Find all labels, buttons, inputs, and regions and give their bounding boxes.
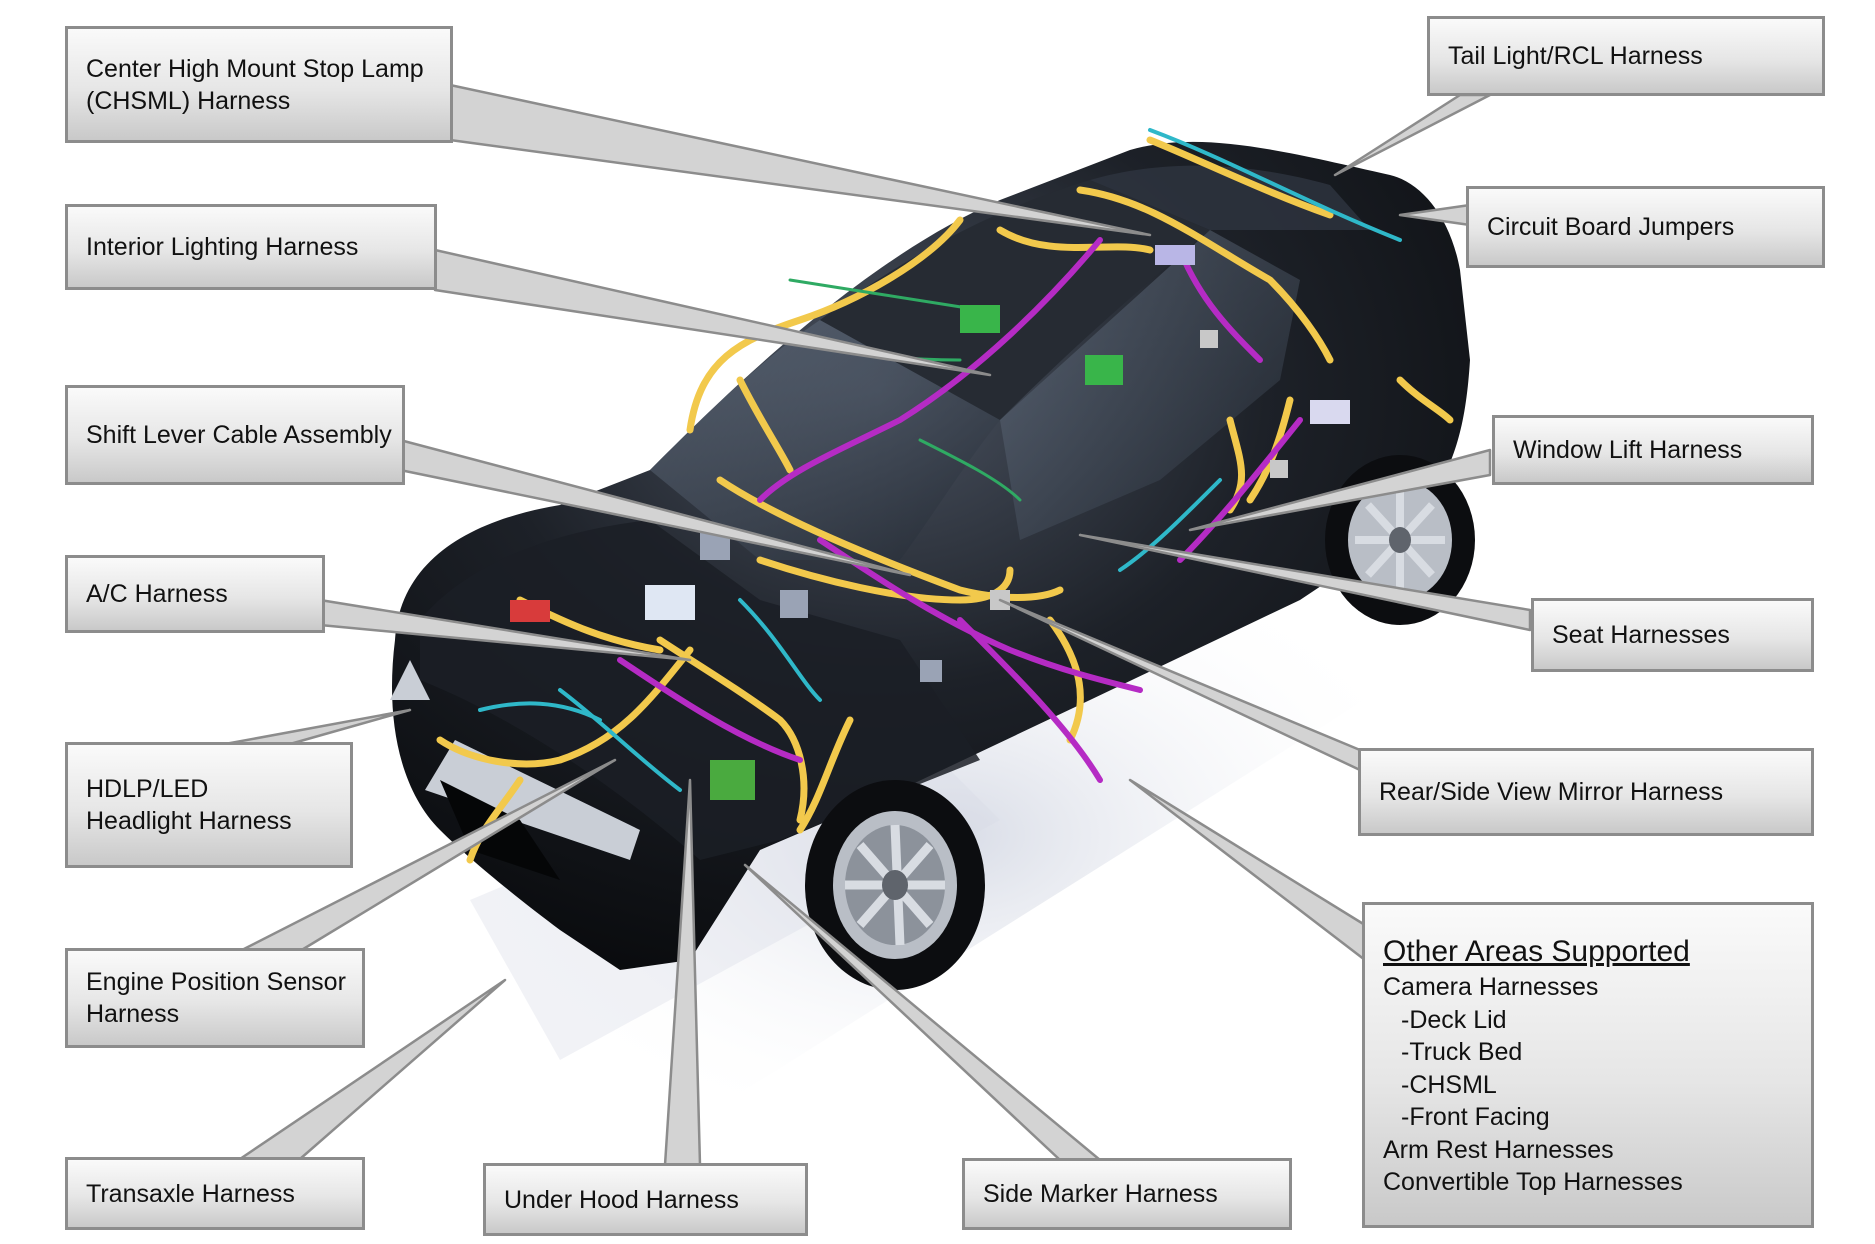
callout-hdlp-line-1: HDLP/LED [86,775,209,803]
callout-ac-label: A/C Harness [86,580,228,608]
callout-ac-harness: A/C Harness [65,555,325,633]
other-areas-heading: Other Areas Supported [1383,935,1690,968]
callout-chsml-line-1: Center High Mount Stop Lamp [86,54,424,83]
pointer-seat [1078,533,1532,632]
other-areas-camera-truck-bed: -Truck Bed [1401,1038,1523,1066]
other-areas-camera-chsml: -CHSML [1401,1070,1497,1099]
callout-seat-label: Seat Harnesses [1552,621,1730,649]
callout-under-hood-harness: Under Hood Harness [483,1163,808,1236]
callout-hdlp-led-headlight-harness: HDLP/LED Headlight Harness [65,742,353,868]
other-areas-arm-rest: Arm Rest Harnesses [1383,1135,1614,1164]
callout-rear-side-view-mirror-harness: Rear/Side View Mirror Harness [1358,748,1814,836]
callout-window-lift-harness: Window Lift Harness [1492,415,1814,485]
callout-engine-position-sensor-harness: Engine Position Sensor Harness [65,948,365,1048]
callout-window-lift-label: Window Lift Harness [1513,436,1743,464]
callout-side-marker-harness: Side Marker Harness [962,1158,1292,1230]
callout-tail-light-rcl-harness: Tail Light/RCL Harness [1427,16,1825,96]
callout-seat-harnesses: Seat Harnesses [1531,598,1814,672]
pointer-window-lift [1188,448,1492,532]
wiring-harnesses [436,128,1454,864]
callout-shift-lever-cable-assembly: Shift Lever Cable Assembly [65,385,405,485]
callout-shift-lever-label: Shift Lever Cable Assembly [86,421,392,449]
other-areas-camera-deck-lid: -Deck Lid [1401,1005,1507,1034]
callout-transaxle-label: Transaxle Harness [86,1179,295,1208]
callout-chsml-line-2: (CHSML) Harness [86,86,291,115]
other-areas-convertible-top: Convertible Top Harnesses [1383,1168,1683,1196]
callout-tail-light-label: Tail Light/RCL Harness [1448,42,1703,70]
front-wheel [805,780,985,990]
callout-interior-lighting-label: Interior Lighting Harness [86,233,359,261]
connector-modules [510,245,1350,800]
callout-chsml-harness: Center High Mount Stop Lamp (CHSML) Harn… [65,26,453,143]
callout-interior-lighting-harness: Interior Lighting Harness [65,204,437,290]
pointer-other-areas [1128,778,1367,962]
pointer-hdlp [223,708,412,746]
callout-under-hood-label: Under Hood Harness [504,1185,739,1214]
callout-engine-position-line-2: Harness [86,1000,180,1028]
callout-circuit-board-jumpers: Circuit Board Jumpers [1466,186,1825,268]
pointer-tail-light [1333,93,1492,177]
callout-engine-position-line-1: Engine Position Sensor [86,968,346,996]
callout-other-areas-supported: Other Areas Supported Camera Harnesses -… [1362,902,1814,1228]
callout-circuit-board-label: Circuit Board Jumpers [1487,213,1735,241]
callout-side-marker-label: Side Marker Harness [983,1180,1218,1208]
callout-hdlp-line-2: Headlight Harness [86,807,292,835]
callout-transaxle-harness: Transaxle Harness [65,1157,365,1230]
pointer-chsml [448,83,1152,237]
other-areas-camera-front-facing: -Front Facing [1401,1103,1550,1131]
callout-pointers [223,83,1532,1167]
other-areas-camera: Camera Harnesses [1383,973,1599,1001]
callout-mirror-label: Rear/Side View Mirror Harness [1379,778,1724,806]
